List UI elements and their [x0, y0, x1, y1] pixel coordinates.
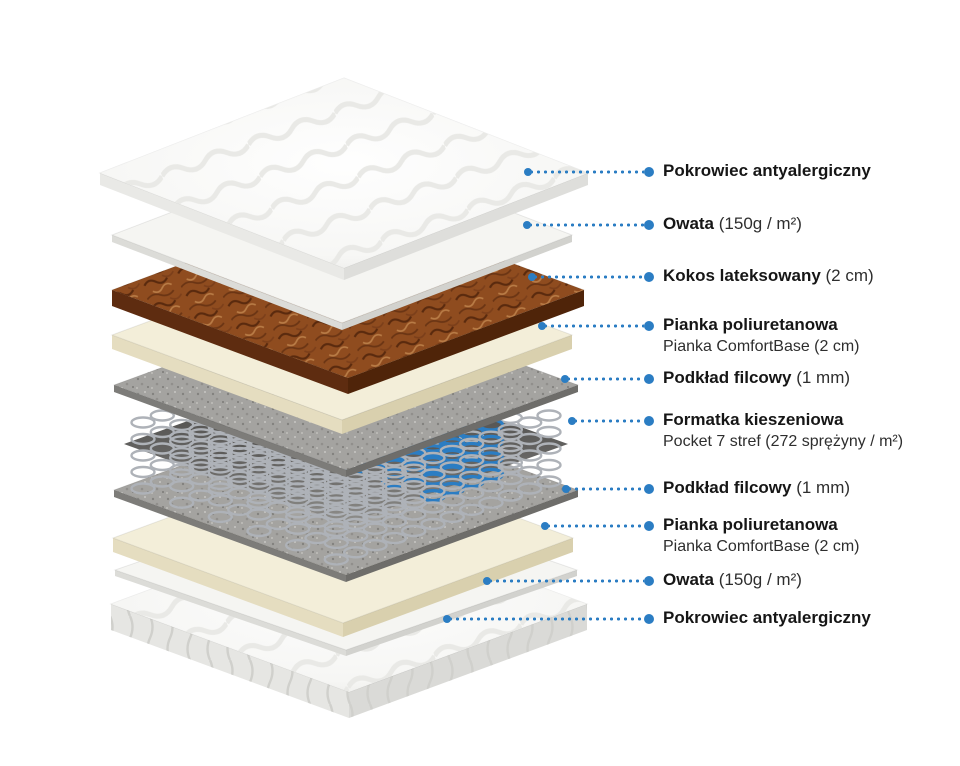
- spring: [401, 458, 427, 538]
- layer-label-subtitle: Pianka ComfortBase (2 cm): [663, 338, 860, 355]
- label-bullet: [644, 484, 654, 494]
- layer-label-detail: (1 mm): [791, 368, 851, 387]
- leader-endpoint-dot: [483, 577, 491, 585]
- leader-endpoint-dot: [524, 168, 532, 176]
- spring: [478, 430, 504, 509]
- layer-label-10: Pokrowiec antyalergiczny: [663, 607, 871, 629]
- layer-label-title: Pokrowiec antyalergiczny: [663, 161, 871, 180]
- layer-label-subtitle: Pianka ComfortBase (2 cm): [663, 538, 860, 555]
- layer-pokrowiec-antyalergiczny-gora: [98, 77, 590, 280]
- leader-endpoint-dot: [568, 417, 576, 425]
- spring: [420, 451, 446, 531]
- layer-label-5: Podkład filcowy (1 mm): [663, 367, 850, 389]
- layer-label-title: Owata: [663, 214, 715, 233]
- leader-endpoint-dot: [541, 522, 549, 530]
- spring: [207, 444, 234, 524]
- label-bullet: [644, 220, 654, 230]
- layer-label-detail: (150g / m²): [714, 570, 802, 589]
- layer-label-9: Owata (150g / m²): [663, 569, 802, 591]
- leader-line: [572, 419, 644, 423]
- leader-endpoint-dot: [528, 273, 536, 281]
- leader-endpoint-dot: [562, 485, 570, 493]
- layer-label-2: Owata (150g / m²): [663, 213, 802, 235]
- spring: [285, 473, 311, 552]
- layer-label-detail: (150g / m²): [714, 214, 802, 233]
- spring: [497, 423, 523, 502]
- label-bullet: [644, 272, 654, 282]
- leader-line: [542, 324, 644, 328]
- leader-line: [566, 487, 644, 491]
- leader-line: [565, 377, 644, 381]
- layer-label-3: Kokos lateksowany (2 cm): [663, 265, 874, 287]
- leader-endpoint-dot: [538, 322, 546, 330]
- spring: [246, 458, 272, 538]
- label-bullet: [644, 374, 654, 384]
- leader-endpoint-dot: [443, 615, 451, 623]
- spring: [130, 416, 156, 495]
- layer-label-title: Formatka kieszeniowa: [663, 410, 844, 429]
- leader-endpoint-dot: [523, 221, 531, 229]
- spring: [439, 444, 465, 524]
- spring: [536, 409, 562, 488]
- layer-label-detail: (1 mm): [791, 478, 851, 497]
- spring: [362, 473, 388, 552]
- leader-line: [527, 223, 644, 227]
- layer-label-detail: (2 cm): [820, 266, 874, 285]
- layer-label-title: Podkład filcowy: [663, 368, 792, 387]
- leader-line: [532, 275, 644, 279]
- mattress-exploded-view: [98, 77, 590, 718]
- leader-endpoint-dot: [561, 375, 569, 383]
- spring: [168, 430, 195, 509]
- label-bullet: [644, 416, 654, 426]
- label-bullet: [644, 521, 654, 531]
- spring: [459, 437, 485, 516]
- layer-label-subtitle: Pocket 7 stref (272 sprężyny / m²): [663, 433, 904, 450]
- label-bullet: [644, 167, 654, 177]
- layer-label-title: Podkład filcowy: [663, 478, 792, 497]
- layer-label-title: Kokos lateksowany: [663, 266, 821, 285]
- spring: [517, 416, 543, 495]
- spring: [381, 465, 407, 545]
- leader-line: [487, 579, 644, 583]
- layer-label-title: Pianka poliuretanowa: [663, 315, 838, 334]
- layer-label-title: Pianka poliuretanowa: [663, 515, 838, 534]
- label-bullet: [644, 614, 654, 624]
- label-bullet: [644, 576, 654, 586]
- layer-label-1: Pokrowiec antyalergiczny: [663, 160, 871, 182]
- leader-line: [447, 617, 644, 621]
- layer-label-title: Pokrowiec antyalergiczny: [663, 608, 871, 627]
- leader-line: [545, 524, 644, 528]
- leader-line: [528, 170, 644, 174]
- spring: [323, 487, 349, 566]
- layer-label-title: Owata: [663, 570, 715, 589]
- label-bullet: [644, 321, 654, 331]
- layer-label-7: Podkład filcowy (1 mm): [663, 477, 850, 499]
- spring: [343, 480, 369, 559]
